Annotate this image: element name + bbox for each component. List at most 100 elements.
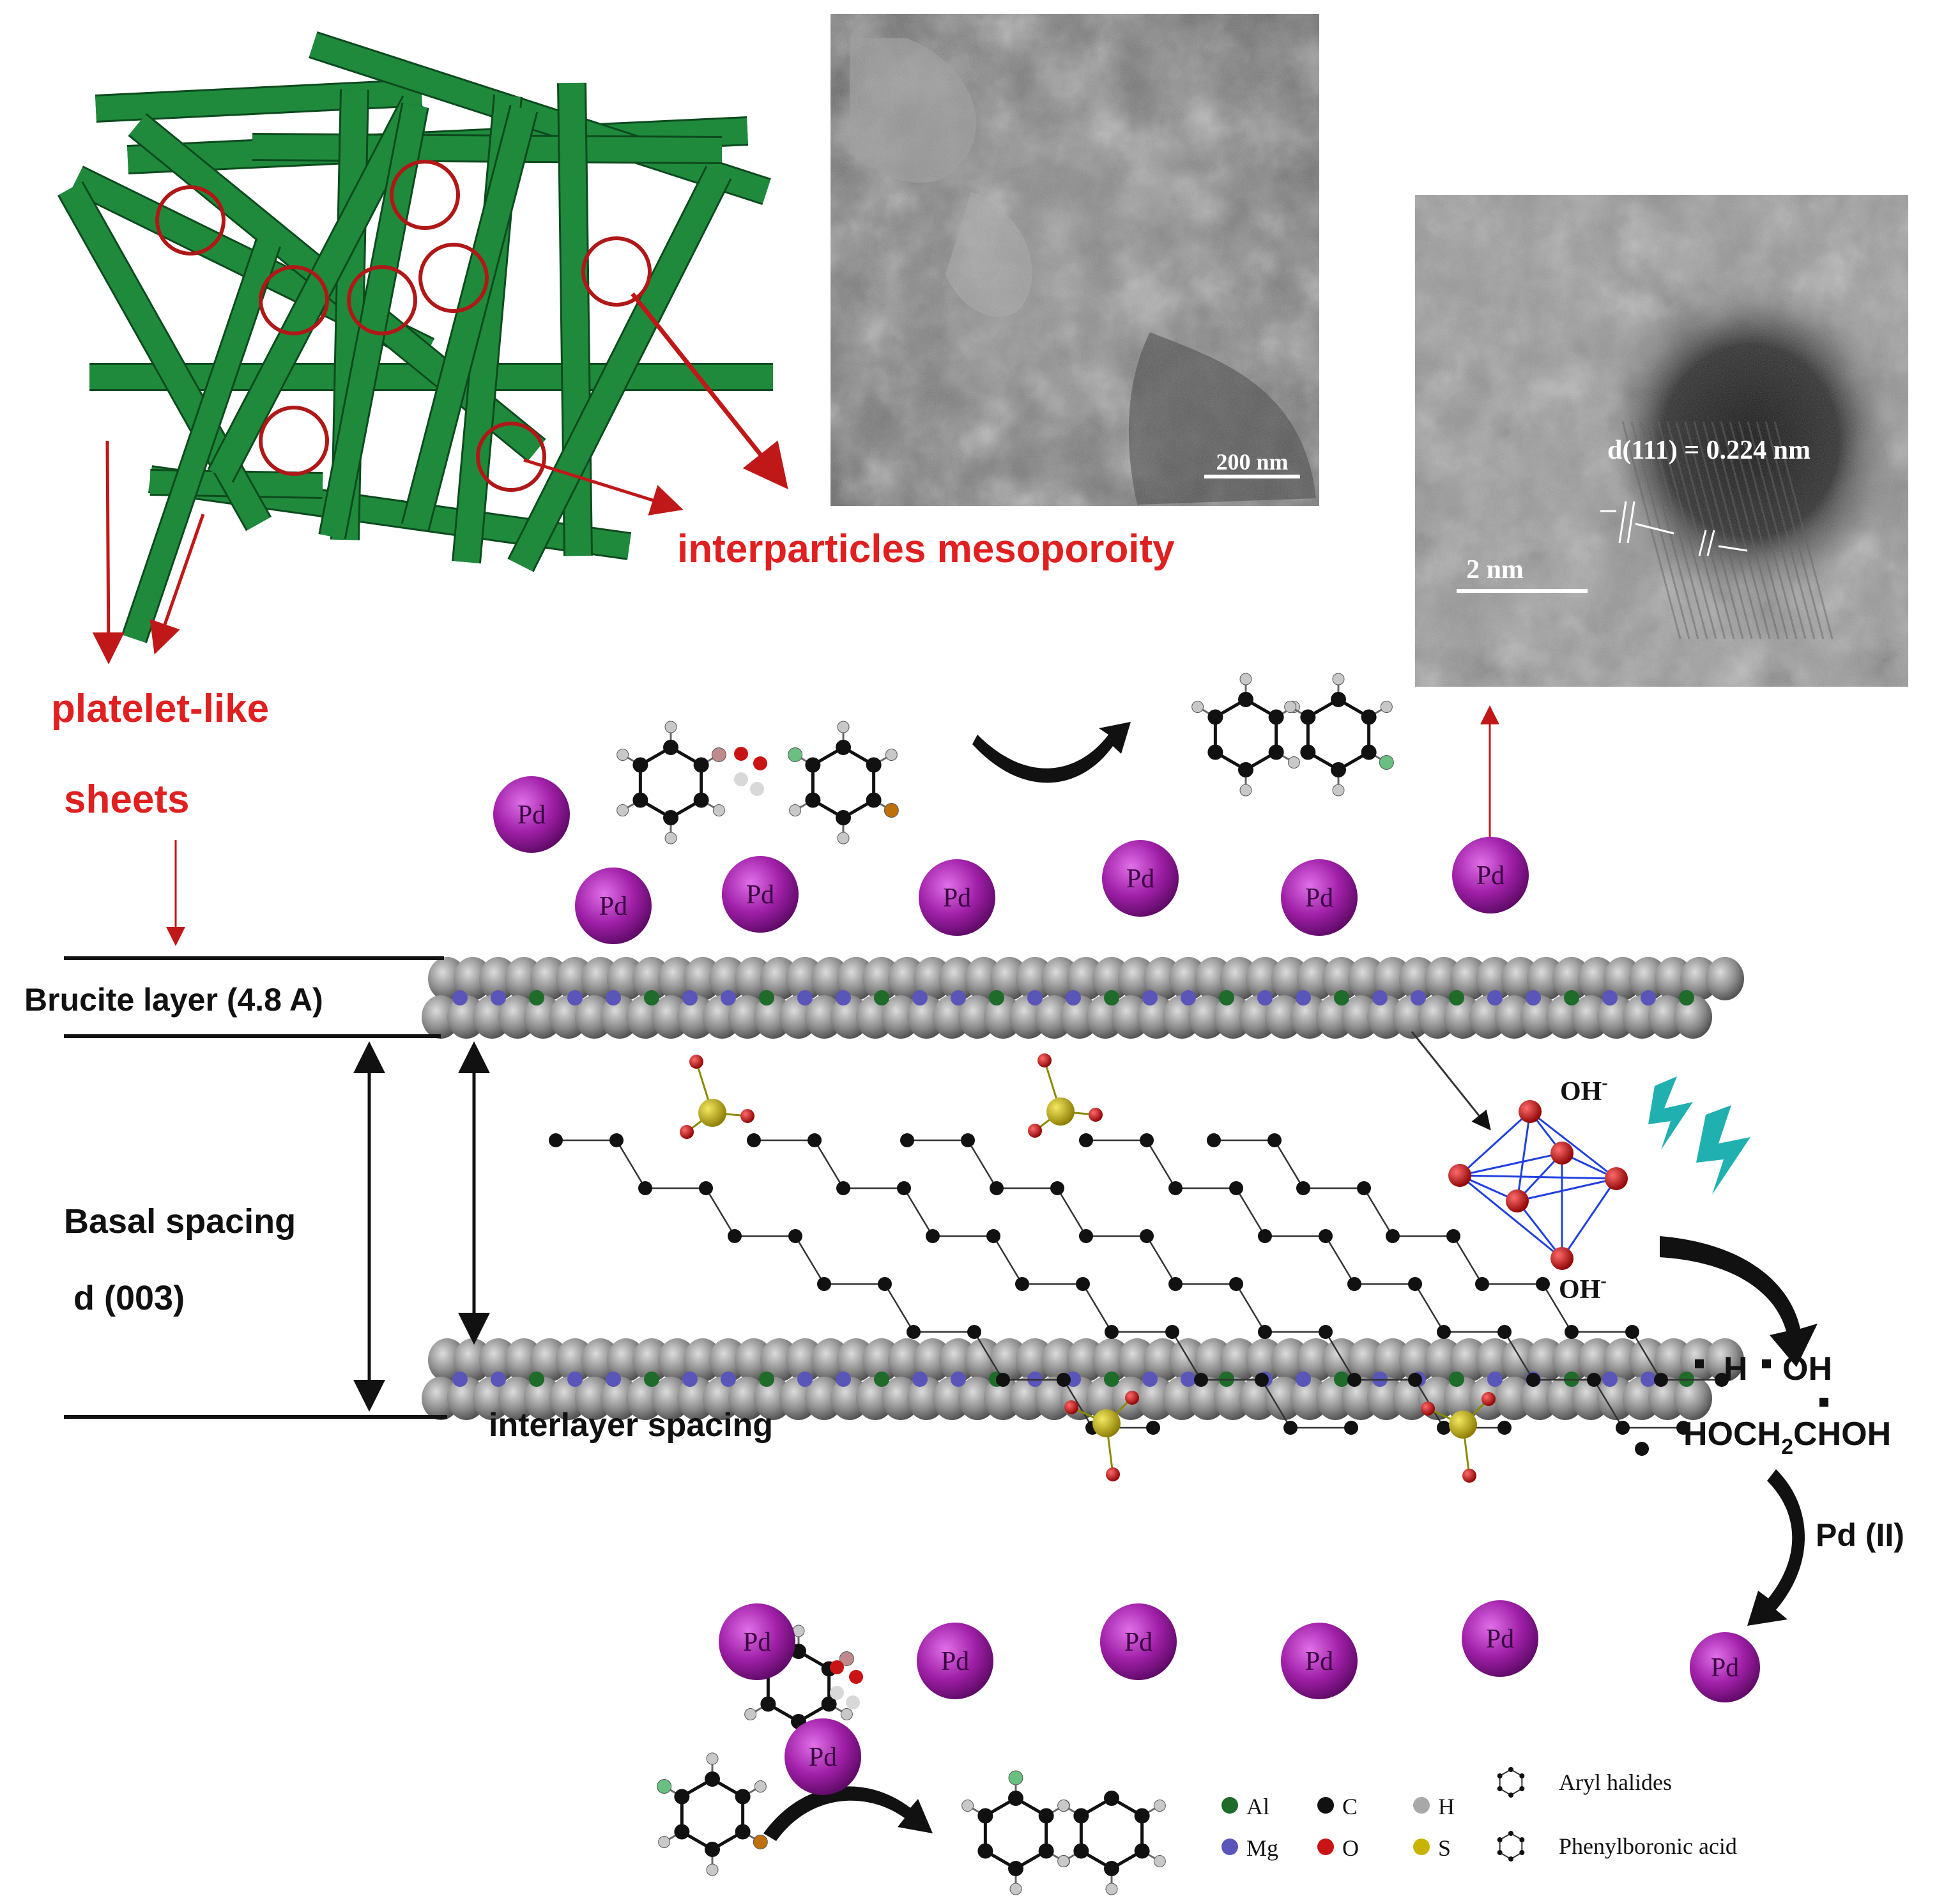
pd-particle xyxy=(493,776,570,853)
glycerol-text: HOCH2CHOH xyxy=(1683,1416,1891,1459)
radical-oh: OH xyxy=(1782,1350,1832,1388)
mg-atom xyxy=(836,990,851,1005)
mesopore-circle xyxy=(476,422,546,492)
reaction-molecules xyxy=(616,673,1394,1895)
h-atom xyxy=(657,1779,672,1794)
legend-element-label: Mg xyxy=(1246,1835,1278,1861)
carbon-atom xyxy=(1008,1791,1023,1806)
legend-aryl-halides: Aryl halides xyxy=(1559,1770,1672,1795)
pd-label: Pd xyxy=(1486,1625,1514,1654)
brucite-layer-top xyxy=(422,957,1744,1039)
carbon-atom xyxy=(699,1181,713,1195)
mg-atom xyxy=(1296,1372,1311,1387)
mg-atom xyxy=(1641,1372,1656,1387)
carbon-atom xyxy=(866,792,882,808)
oh-label-bottom: OH- xyxy=(1559,1271,1607,1304)
mg-atom xyxy=(1296,990,1311,1005)
mg-atom xyxy=(1372,990,1388,1005)
carbon-atom xyxy=(1319,1229,1333,1243)
carbon-atom xyxy=(1140,1229,1154,1243)
carbon-atom xyxy=(693,792,709,808)
carbon-atom xyxy=(1238,692,1253,707)
carbon-atom xyxy=(1238,762,1253,777)
h-atom xyxy=(837,832,850,845)
al-atom xyxy=(644,990,659,1005)
legend-swatch xyxy=(1221,1797,1238,1814)
carbon-atom xyxy=(1300,744,1316,760)
h-atom xyxy=(706,1752,719,1765)
al-atom xyxy=(1449,990,1464,1005)
interparticles-label: interparticles mesoporoity xyxy=(677,527,1175,571)
oxygen-atom xyxy=(689,1055,703,1069)
basal-spacing-d003: d (003) xyxy=(73,1279,185,1317)
h-atom xyxy=(884,803,899,818)
h-atom xyxy=(706,1863,719,1876)
pd-particle xyxy=(1462,1600,1538,1677)
legend-swatch xyxy=(1413,1797,1430,1814)
energy-bolt-icon xyxy=(1648,1076,1750,1195)
brucite-layer-label: Brucite layer (4.8 A) xyxy=(24,982,323,1018)
carbon-atom xyxy=(1361,744,1377,760)
oxygen-atom xyxy=(1064,1400,1078,1414)
pd-particle xyxy=(1100,1603,1177,1680)
carbon-atom xyxy=(1076,1277,1090,1291)
carbon-atom xyxy=(1073,1808,1089,1824)
carbon-atom xyxy=(1104,1791,1119,1806)
al-atom xyxy=(529,990,544,1005)
mesopore-circle xyxy=(259,265,329,335)
platelet-sheet-fill xyxy=(209,96,427,482)
h-atom xyxy=(1057,1800,1070,1812)
carbon-atom xyxy=(1536,1277,1550,1291)
oxygen-atom xyxy=(1037,1053,1052,1067)
carbon-atom xyxy=(1331,762,1346,777)
carbon-atom xyxy=(805,757,821,773)
carbon-atom xyxy=(1255,1373,1269,1387)
mg-atom xyxy=(1181,990,1196,1005)
h-atom xyxy=(1008,1770,1023,1785)
mg-atom xyxy=(1142,1372,1158,1387)
carbon-atom xyxy=(961,1133,975,1147)
glycerol-arrow xyxy=(1660,1236,1818,1367)
al-atom xyxy=(874,1372,889,1387)
h-atom xyxy=(754,1780,767,1793)
h-atom xyxy=(1379,755,1394,770)
radical-h: H xyxy=(1724,1350,1748,1388)
mesopore-circle xyxy=(390,160,460,230)
carbon-atom xyxy=(663,810,678,825)
al-atom xyxy=(989,990,1004,1005)
carbon-atom xyxy=(1347,1373,1361,1387)
carbon-atom xyxy=(1134,1843,1150,1859)
intercalated-surfactant-chains xyxy=(549,1053,1729,1483)
carbon-atom xyxy=(1616,1421,1630,1435)
carbon-atom xyxy=(760,1696,776,1712)
pd-label: Pd xyxy=(1305,1647,1333,1676)
carbon-atom xyxy=(1300,709,1316,725)
d-spacing-label: d(111) = 0.224 nm xyxy=(1607,436,1811,465)
sulfur-atom xyxy=(1449,1411,1477,1439)
pd-label: Pd xyxy=(1476,861,1504,891)
mesopore-circle xyxy=(155,185,226,256)
mg-atom xyxy=(1526,990,1541,1005)
mg-atom xyxy=(1027,990,1043,1005)
pd-label: Pd xyxy=(1126,864,1154,894)
carbon-atom xyxy=(1140,1133,1154,1147)
oxygen-atom xyxy=(1462,1469,1476,1483)
carbon-atom xyxy=(990,1181,1004,1195)
glycerol-formula: H OH HOCH2CHOH xyxy=(1683,1350,1891,1459)
carbon-atom xyxy=(1319,1325,1333,1339)
carbon-atom xyxy=(1283,1421,1298,1435)
pd-ii-label: Pd (II) xyxy=(1816,1517,1904,1553)
carbon-atom xyxy=(1105,1325,1119,1339)
basal-spacing-label: Basal spacing xyxy=(64,1202,296,1241)
spacing-guides xyxy=(64,956,490,1419)
h-atom xyxy=(789,804,802,816)
tem-scale-label: 200 nm xyxy=(1216,449,1288,475)
carbon-atom xyxy=(1446,1229,1460,1243)
h-atom xyxy=(616,749,629,761)
mg-atom xyxy=(1602,1372,1618,1387)
pd-particle xyxy=(785,1718,861,1795)
carbon-atom xyxy=(1079,1133,1093,1147)
carbon-atom xyxy=(1168,1277,1183,1291)
carbon-atom xyxy=(735,1824,751,1840)
mg-atom xyxy=(797,1372,813,1387)
